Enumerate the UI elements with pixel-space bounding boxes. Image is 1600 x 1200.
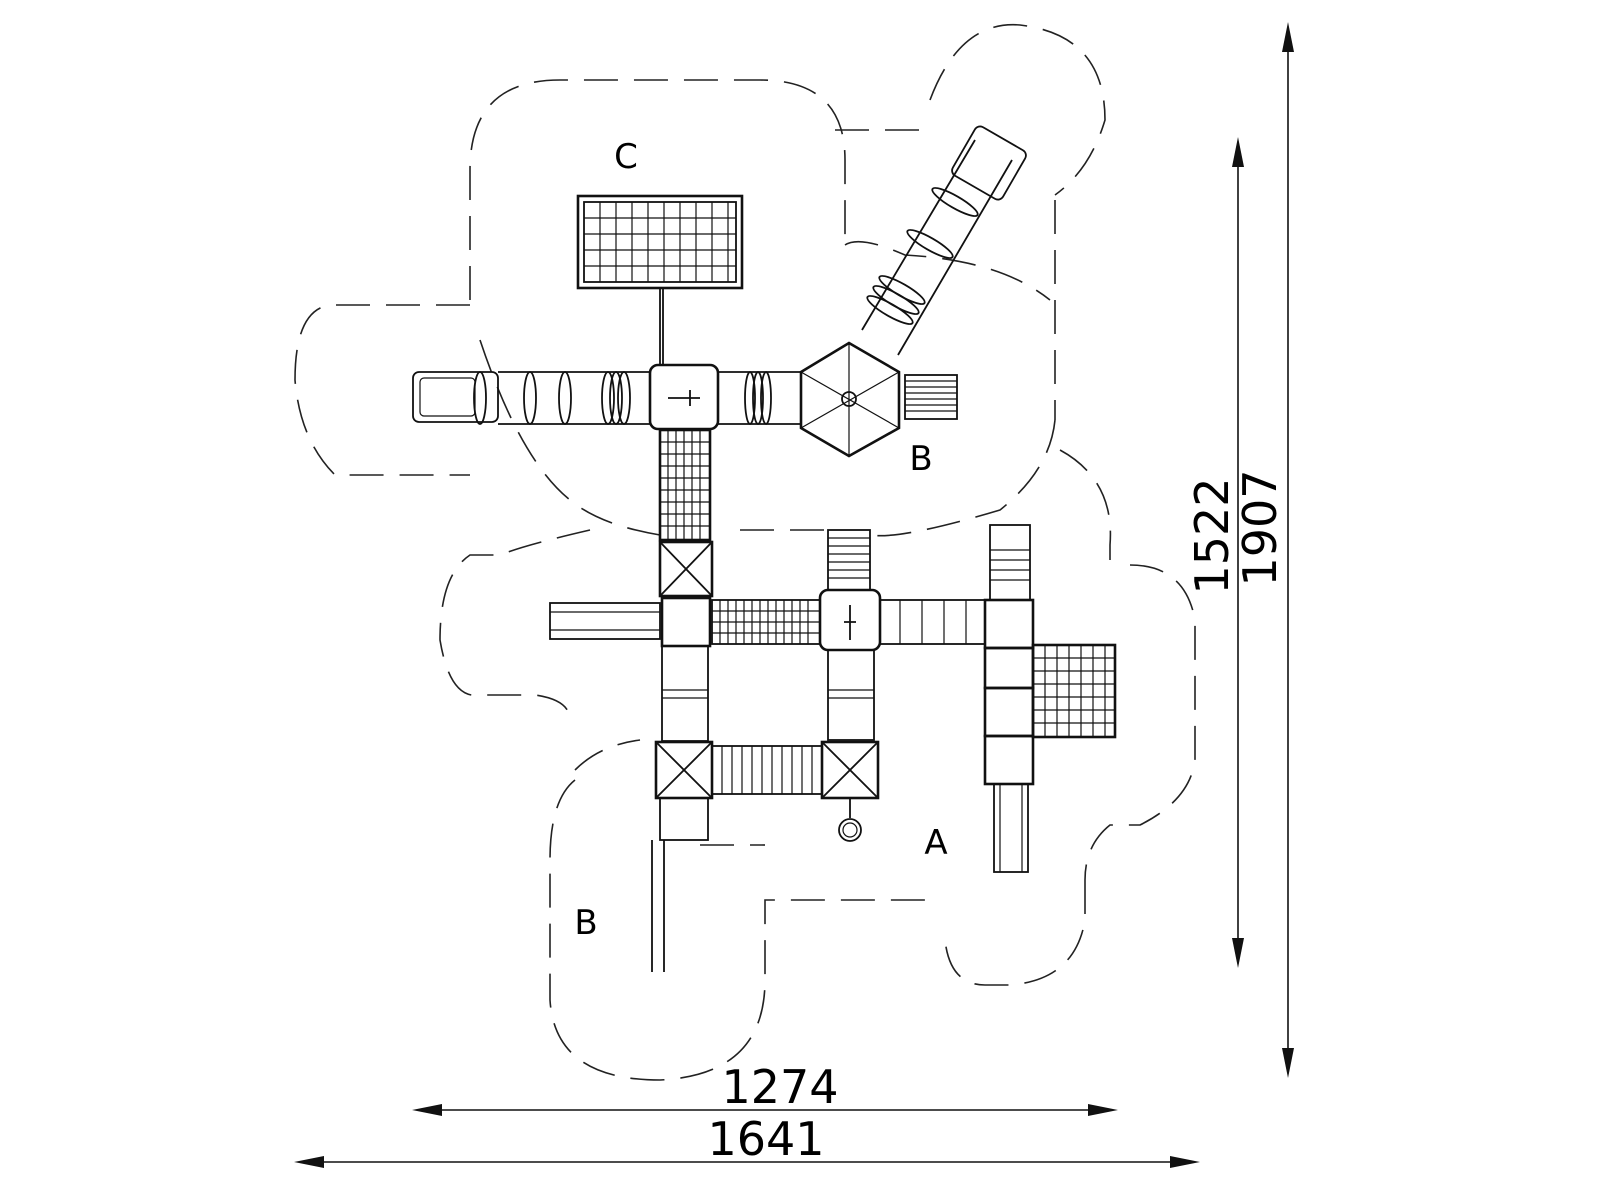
safety-zone-outline: [294, 23, 1196, 1081]
spiral-tube-slide-diagonal: [861, 125, 1027, 356]
tube-slide-left: [412, 371, 651, 425]
dimension-outer-height: [1282, 22, 1294, 1078]
platform-center: [818, 588, 882, 652]
top-platform-c: [648, 363, 720, 431]
platform-x-lower-left: [654, 740, 714, 800]
bridge-right-middle: [879, 599, 986, 645]
zone-label-c: C: [614, 137, 638, 177]
tower-right: [983, 598, 1035, 786]
tube-center-vertical: [827, 649, 875, 741]
ring-swing: [838, 798, 862, 842]
climbing-grid-c: [576, 194, 744, 365]
dimension-inner-width-label: 1274: [721, 1060, 838, 1114]
slide-lower-right: [993, 783, 1029, 873]
dimension-inner-height: [1232, 137, 1244, 968]
bridge-lower: [711, 745, 823, 795]
zone-label-b-lower: B: [574, 903, 597, 943]
zone-label-a: A: [924, 823, 947, 863]
slide-lower-left: [651, 797, 709, 972]
dimension-inner-height-label: 1522: [1185, 477, 1239, 594]
dimension-inner-width: [412, 1104, 1118, 1116]
tube-left-vertical: [661, 645, 709, 742]
zone-label-b-upper: B: [909, 439, 932, 479]
platform-x-lower-center: [820, 740, 880, 800]
platform-x-upper-left: [658, 540, 714, 598]
slide-upper-right: [989, 524, 1031, 601]
straight-slide-left: [549, 602, 661, 640]
net-climber-vertical: [658, 428, 712, 542]
ladder-upper-center: [827, 529, 871, 591]
dimension-outer-width: [294, 1156, 1200, 1168]
ladder-b: [904, 374, 958, 420]
rope-bridge-middle: [711, 599, 821, 645]
hexagon-tower-b: [799, 341, 901, 458]
dimension-outer-width-label: 1641: [707, 1112, 824, 1166]
dimension-outer-height-label: 1907: [1233, 469, 1287, 586]
platform-mid-left: [660, 596, 712, 648]
tube-bridge-right: [718, 371, 800, 425]
climbing-net-right: [1031, 643, 1117, 739]
